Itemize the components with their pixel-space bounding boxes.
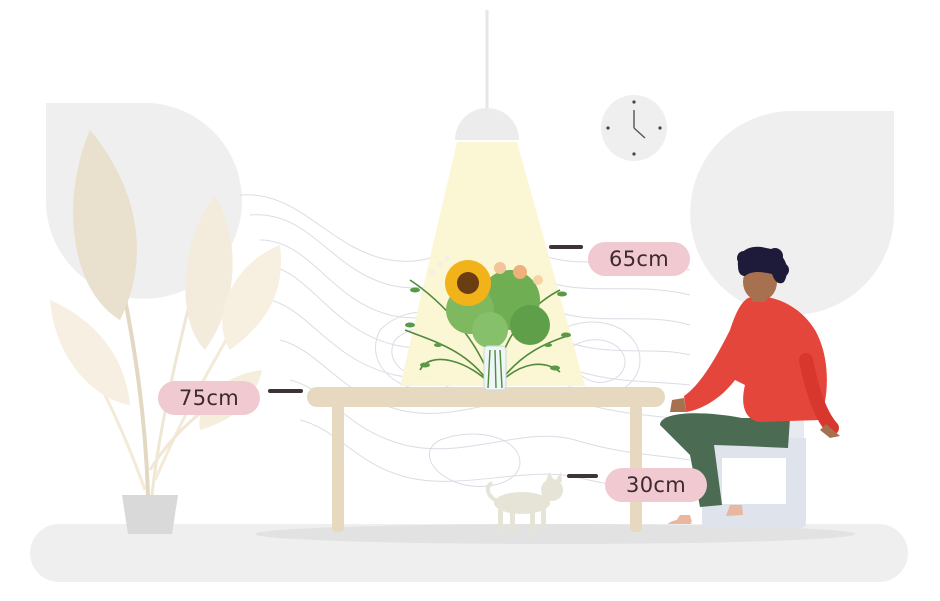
table-height-label: 75cm	[158, 381, 260, 415]
table-measure-tick	[268, 389, 303, 393]
lamp-measure-tick	[549, 245, 583, 249]
wall-clock-icon	[601, 95, 667, 161]
seat-measure-tick	[567, 474, 598, 478]
table	[307, 387, 665, 532]
lamp-to-table-label: 65cm	[588, 242, 690, 276]
person-icon	[660, 246, 840, 524]
seat-height-label: 30cm	[605, 468, 707, 502]
plant-pot	[122, 495, 178, 534]
background-drop-right	[690, 111, 895, 315]
cat-icon	[485, 472, 563, 534]
plant-icon	[50, 130, 281, 496]
sunflower	[445, 260, 491, 306]
flower-vase-icon	[404, 255, 571, 391]
table-shadow	[255, 524, 855, 544]
